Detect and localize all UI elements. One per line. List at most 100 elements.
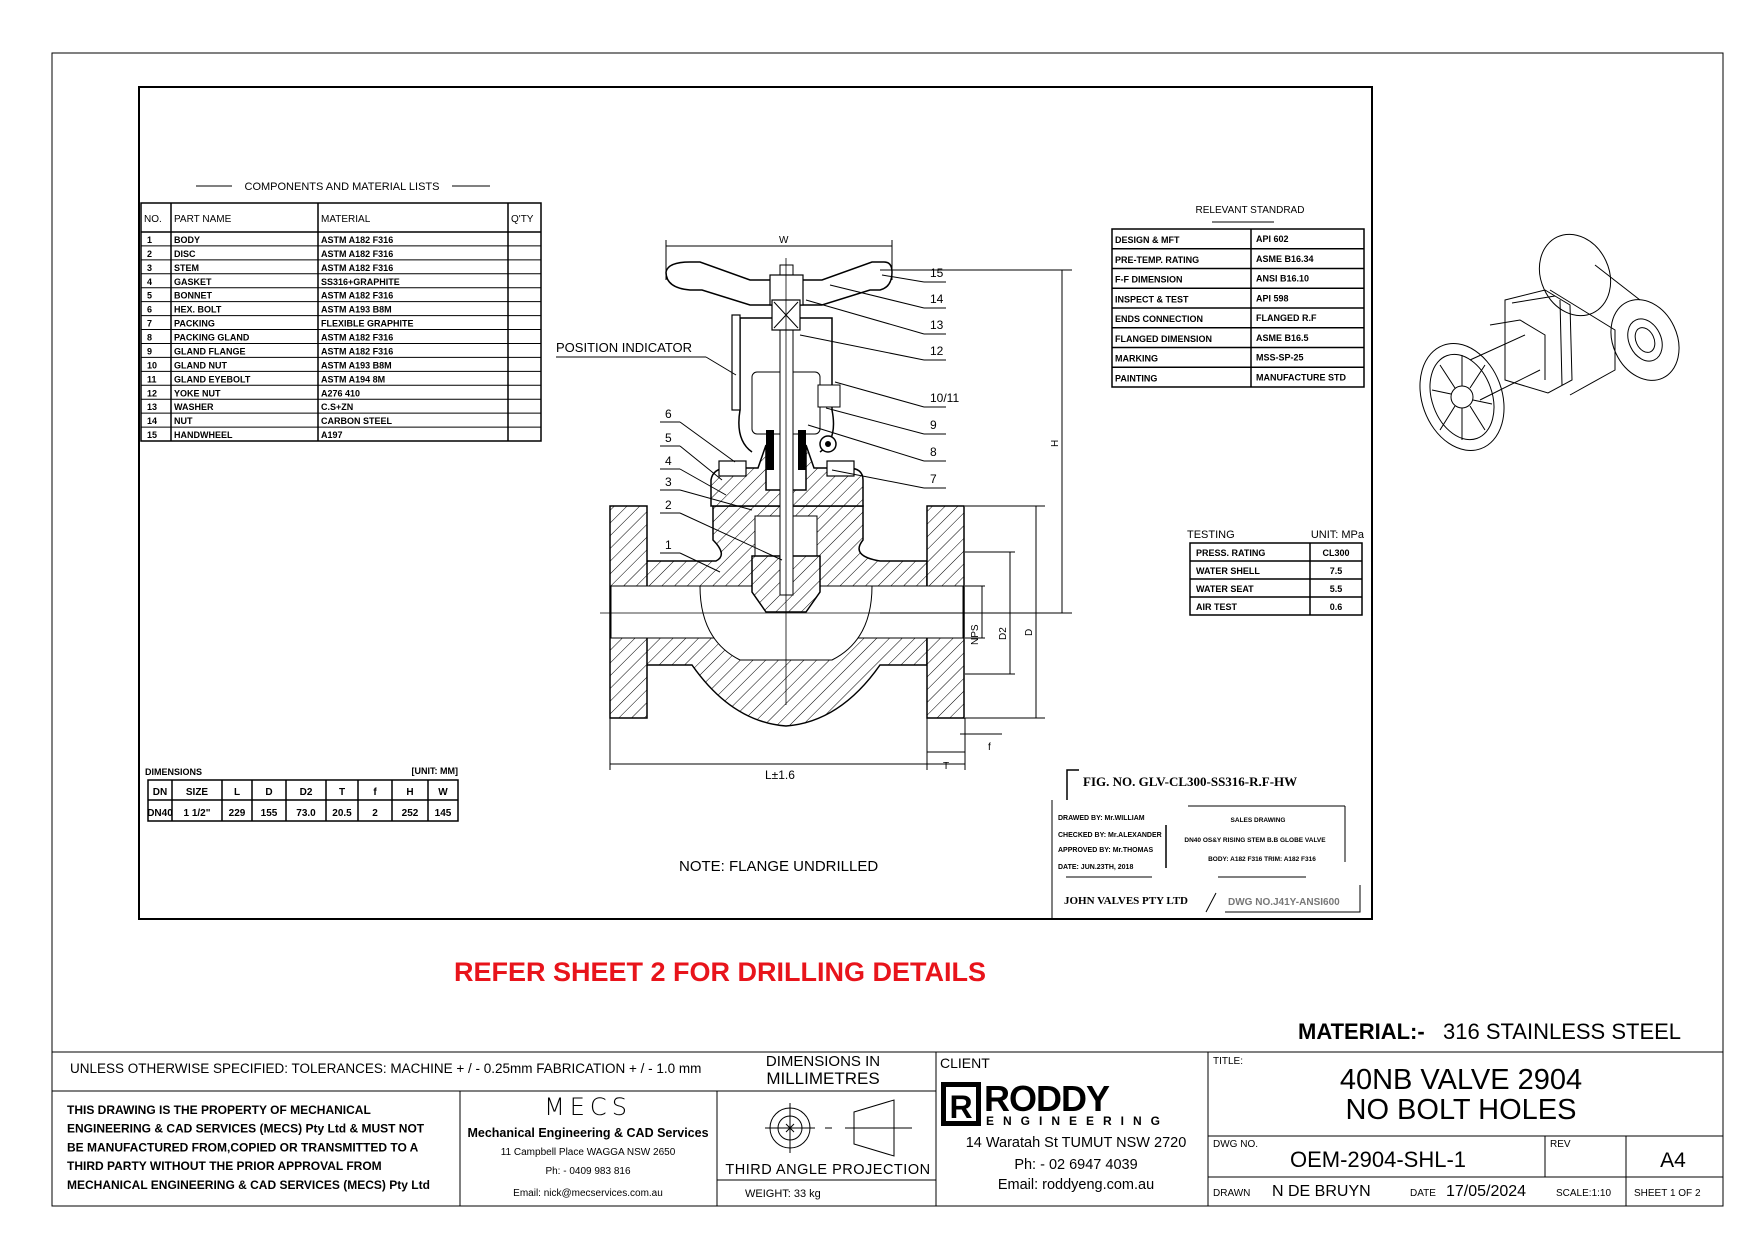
dimension-value: DN40 [147, 808, 173, 819]
components-cell: PACKING [174, 319, 215, 329]
projection-label: THIRD ANGLE PROJECTION [725, 1162, 930, 1178]
standard-value: API 602 [1256, 234, 1289, 244]
part-callout: 10/11 [930, 391, 959, 405]
hex-bolt-left [718, 460, 747, 477]
components-cell: 10 [147, 360, 157, 370]
property-notice-line: MECHANICAL ENGINEERING & CAD SERVICES (M… [67, 1178, 430, 1192]
millimetres: MILLIMETRES [766, 1069, 879, 1088]
dimension-value: 145 [435, 808, 452, 819]
drawing-title-line-2: NO BOLT HOLES [1346, 1094, 1577, 1126]
part-callout: 15 [930, 266, 944, 280]
dimension-lines [609, 240, 1072, 770]
roddy-logo-sub: ENGINEERING [986, 1114, 1169, 1128]
property-notice-line: THIRD PARTY WITHOUT THE PRIOR APPROVAL F… [67, 1159, 382, 1173]
dim-h: H [1050, 440, 1061, 447]
components-cell: 13 [147, 402, 157, 412]
sheet-number: SHEET 1 OF 2 [1634, 1188, 1701, 1199]
mecs-phone: Ph: - 0409 983 816 [545, 1166, 631, 1177]
part-callout: 14 [930, 292, 944, 306]
standard-value: ASME B16.34 [1256, 254, 1314, 264]
components-cell: GLAND FLANGE [174, 346, 246, 356]
part-callout: 1 [665, 538, 672, 552]
material-value: 316 STAINLESS STEEL [1443, 1019, 1681, 1044]
stem [779, 264, 794, 596]
standard-item: FLANGED DIMENSION [1115, 334, 1212, 344]
dimension-value: 73.0 [296, 808, 316, 819]
gland-nut [817, 384, 841, 408]
dim-d: D [1024, 629, 1035, 636]
dimension-header: H [406, 787, 413, 798]
components-cell: BONNET [174, 291, 213, 301]
components-cell: 2 [147, 249, 152, 259]
components-cell: 5 [147, 291, 152, 301]
part-callout: 3 [665, 475, 672, 489]
components-cell: 6 [147, 305, 152, 315]
title-block [52, 1051, 1723, 1206]
standard-item: PRE-TEMP. RATING [1115, 255, 1199, 265]
svg-text:R: R [949, 1089, 972, 1125]
testing-value: 5.5 [1330, 584, 1343, 594]
components-cell: 3 [147, 263, 152, 273]
components-cell: ASTM A182 F316 [321, 291, 393, 301]
components-cell: GLAND NUT [174, 360, 227, 370]
testing-item: WATER SEAT [1196, 584, 1254, 594]
property-notice-line: ENGINEERING & CAD SERVICES (MECS) Pty Lt… [67, 1122, 425, 1136]
dimension-header: SIZE [186, 787, 209, 798]
drawn-by-name: N DE BRUYN [1272, 1183, 1371, 1200]
dwg-number-ref: DWG NO.J41Y-ANSI600 [1228, 897, 1340, 908]
components-cell: ASTM A193 B8M [321, 305, 392, 315]
property-notice-line: BE MANUFACTURED FROM,COPIED OR TRANSMITT… [67, 1140, 419, 1154]
standard-item: PAINTING [1115, 373, 1157, 383]
components-cell: 1 [147, 235, 152, 245]
dimension-header: W [438, 787, 448, 798]
components-cell: YOKE NUT [174, 388, 221, 398]
components-cell: HEX. BOLT [174, 305, 222, 315]
tolerances-note: UNLESS OTHERWISE SPECIFIED: TOLERANCES: … [70, 1061, 701, 1076]
components-row: 6 HEX. BOLT ASTM A193 B8M [147, 305, 392, 315]
dimension-value: 252 [402, 808, 419, 819]
components-cell: GASKET [174, 277, 212, 287]
testing-value: CL300 [1322, 548, 1349, 558]
testing-item: AIR TEST [1196, 602, 1238, 612]
components-cell: FLEXIBLE GRAPHITE [321, 319, 414, 329]
dimension-header: DN [153, 787, 167, 798]
components-cell: ASTM A193 B8M [321, 360, 392, 370]
drawing-frame [138, 86, 1373, 920]
third-angle-projection-icon [765, 1099, 912, 1157]
dwg-no-label: DWG NO. [1213, 1139, 1258, 1150]
components-cell: 12 [147, 388, 157, 398]
components-cell: 8 [147, 333, 152, 343]
components-cell: ASTM A182 F316 [321, 263, 393, 273]
components-cell: ASTM A182 F316 [321, 235, 393, 245]
drilling-notice: REFER SHEET 2 FOR DRILLING DETAILS [454, 957, 986, 987]
components-cell: ASTM A182 F316 [321, 346, 393, 356]
rev-label: REV [1550, 1139, 1571, 1150]
standard-item: ENDS CONNECTION [1115, 314, 1203, 324]
testing-unit: UNIT: MPa [1311, 529, 1365, 541]
components-cell: PACKING GLAND [174, 333, 250, 343]
dimension-value: 1 1/2" [184, 808, 211, 819]
testing-value: 7.5 [1330, 566, 1343, 576]
checked-by: CHECKED BY: Mr.ALEXANDER [1058, 832, 1162, 839]
dimension-value: 229 [229, 808, 246, 819]
dimension-header: T [339, 787, 345, 798]
dimension-header: L [234, 787, 240, 798]
dimension-header: D2 [300, 787, 313, 798]
components-cell: ASTM A194 8M [321, 374, 385, 384]
part-callout: 5 [665, 431, 672, 445]
property-notice: THIS DRAWING IS THE PROPERTY OF MECHANIC… [67, 1103, 430, 1192]
roddy-logo-main: RODDY [984, 1078, 1110, 1119]
